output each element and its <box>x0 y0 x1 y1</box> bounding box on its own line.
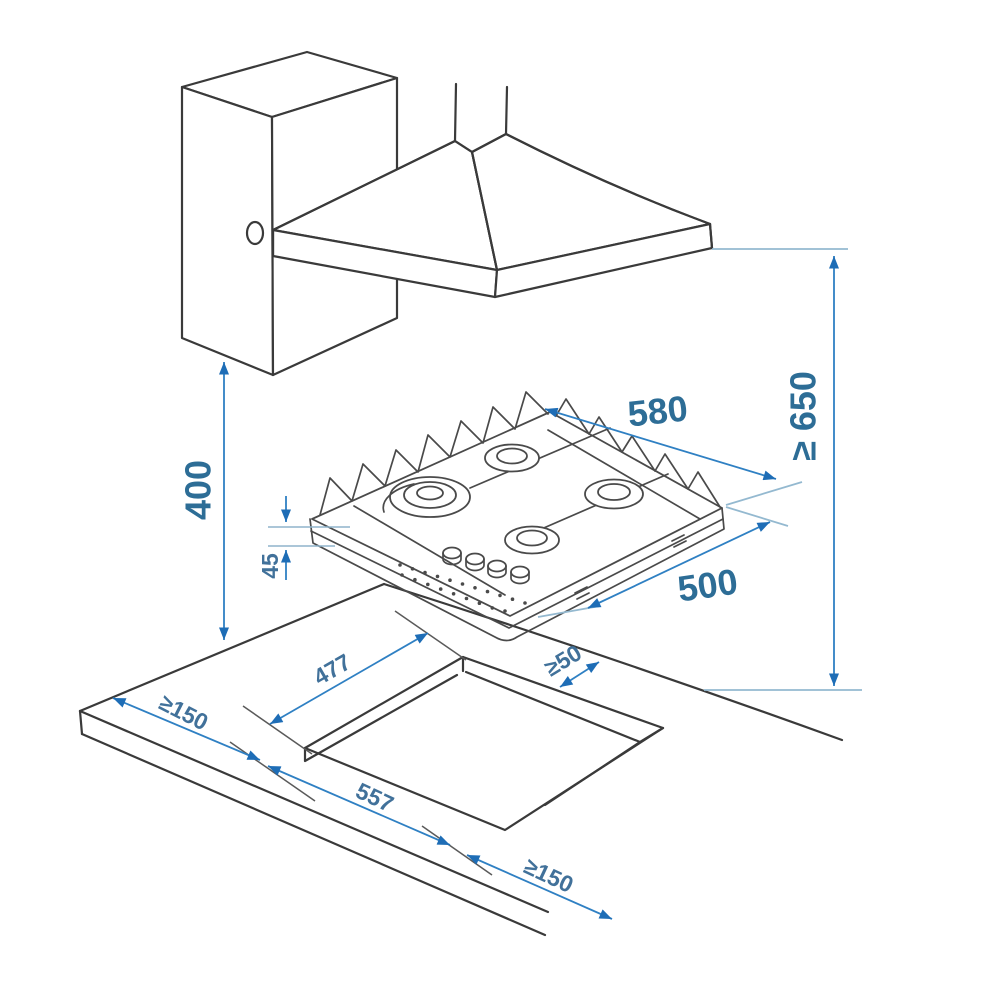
hob-mounting-tabs <box>574 534 687 600</box>
dimension-hob-thickness: 45 <box>257 496 350 580</box>
label-hob-width: 580 <box>626 388 690 435</box>
burner-front-center <box>504 525 560 555</box>
hood-duct <box>453 82 509 154</box>
countertop-back-left-edge <box>78 582 386 713</box>
dimension-hob-width: 580 <box>544 388 803 506</box>
label-cabinet-clearance: 400 <box>178 460 219 520</box>
hob-top-panel <box>311 411 723 617</box>
cabinet-front-face <box>180 85 275 377</box>
dimension-cutout-left-margin: ≥150 <box>112 689 316 802</box>
pan-support-back-left <box>319 391 549 516</box>
dimension-cabinet-clearance: 400 <box>178 362 229 640</box>
label-cutout-depth: 477 <box>309 648 355 690</box>
label-hob-depth: 500 <box>675 561 740 610</box>
cooker-hood-drawing <box>271 82 714 299</box>
burner-large-left <box>382 476 471 518</box>
dimension-hob-depth: 500 <box>537 506 789 618</box>
label-hood-clearance: ≥ 650 <box>783 371 824 461</box>
countertop-front-edge <box>78 709 550 914</box>
countertop-back-right-edge <box>382 582 844 742</box>
label-hob-thickness: 45 <box>257 553 283 579</box>
burner-right <box>584 478 644 510</box>
cabinet-knob <box>245 220 265 246</box>
dimension-cutout-width: 557 <box>267 765 493 876</box>
cutout-inner-walls <box>303 655 665 807</box>
burner-back-center <box>484 443 540 473</box>
countertop-front-bottom-edge <box>80 732 547 937</box>
hob-body-bottom <box>309 507 725 642</box>
countertop-corner-edge <box>78 709 84 736</box>
dimension-cutout-back-margin: ≥50 <box>540 639 600 688</box>
countertop-drawing <box>78 582 844 937</box>
hob-vent-holes <box>398 563 527 613</box>
dimension-hood-clearance: ≥ 650 <box>704 248 862 691</box>
